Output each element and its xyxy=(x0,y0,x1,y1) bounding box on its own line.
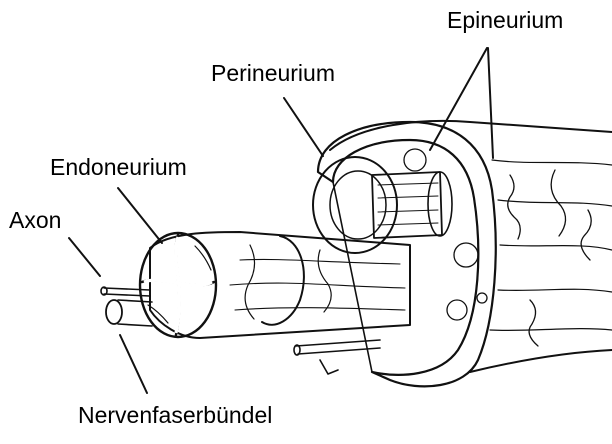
leader-axon xyxy=(69,238,100,276)
front-fascicle-tube xyxy=(140,232,410,338)
label-axon: Axon xyxy=(9,209,61,232)
label-perineurium: Perineurium xyxy=(211,62,335,85)
label-endoneurium: Endoneurium xyxy=(50,156,187,179)
leader-nervenfaserbuendel xyxy=(120,335,147,393)
label-epineurium: Epineurium xyxy=(447,9,563,32)
perineurium-fascicle xyxy=(313,149,487,320)
label-nervenfaserbuendel: Nervenfaserbündel xyxy=(78,404,272,427)
axon-fibers xyxy=(101,287,380,374)
epineurium-tube xyxy=(318,121,612,386)
leader-endoneurium xyxy=(118,188,162,243)
leader-epineurium-2 xyxy=(488,48,493,158)
leader-perineurium xyxy=(284,98,323,156)
